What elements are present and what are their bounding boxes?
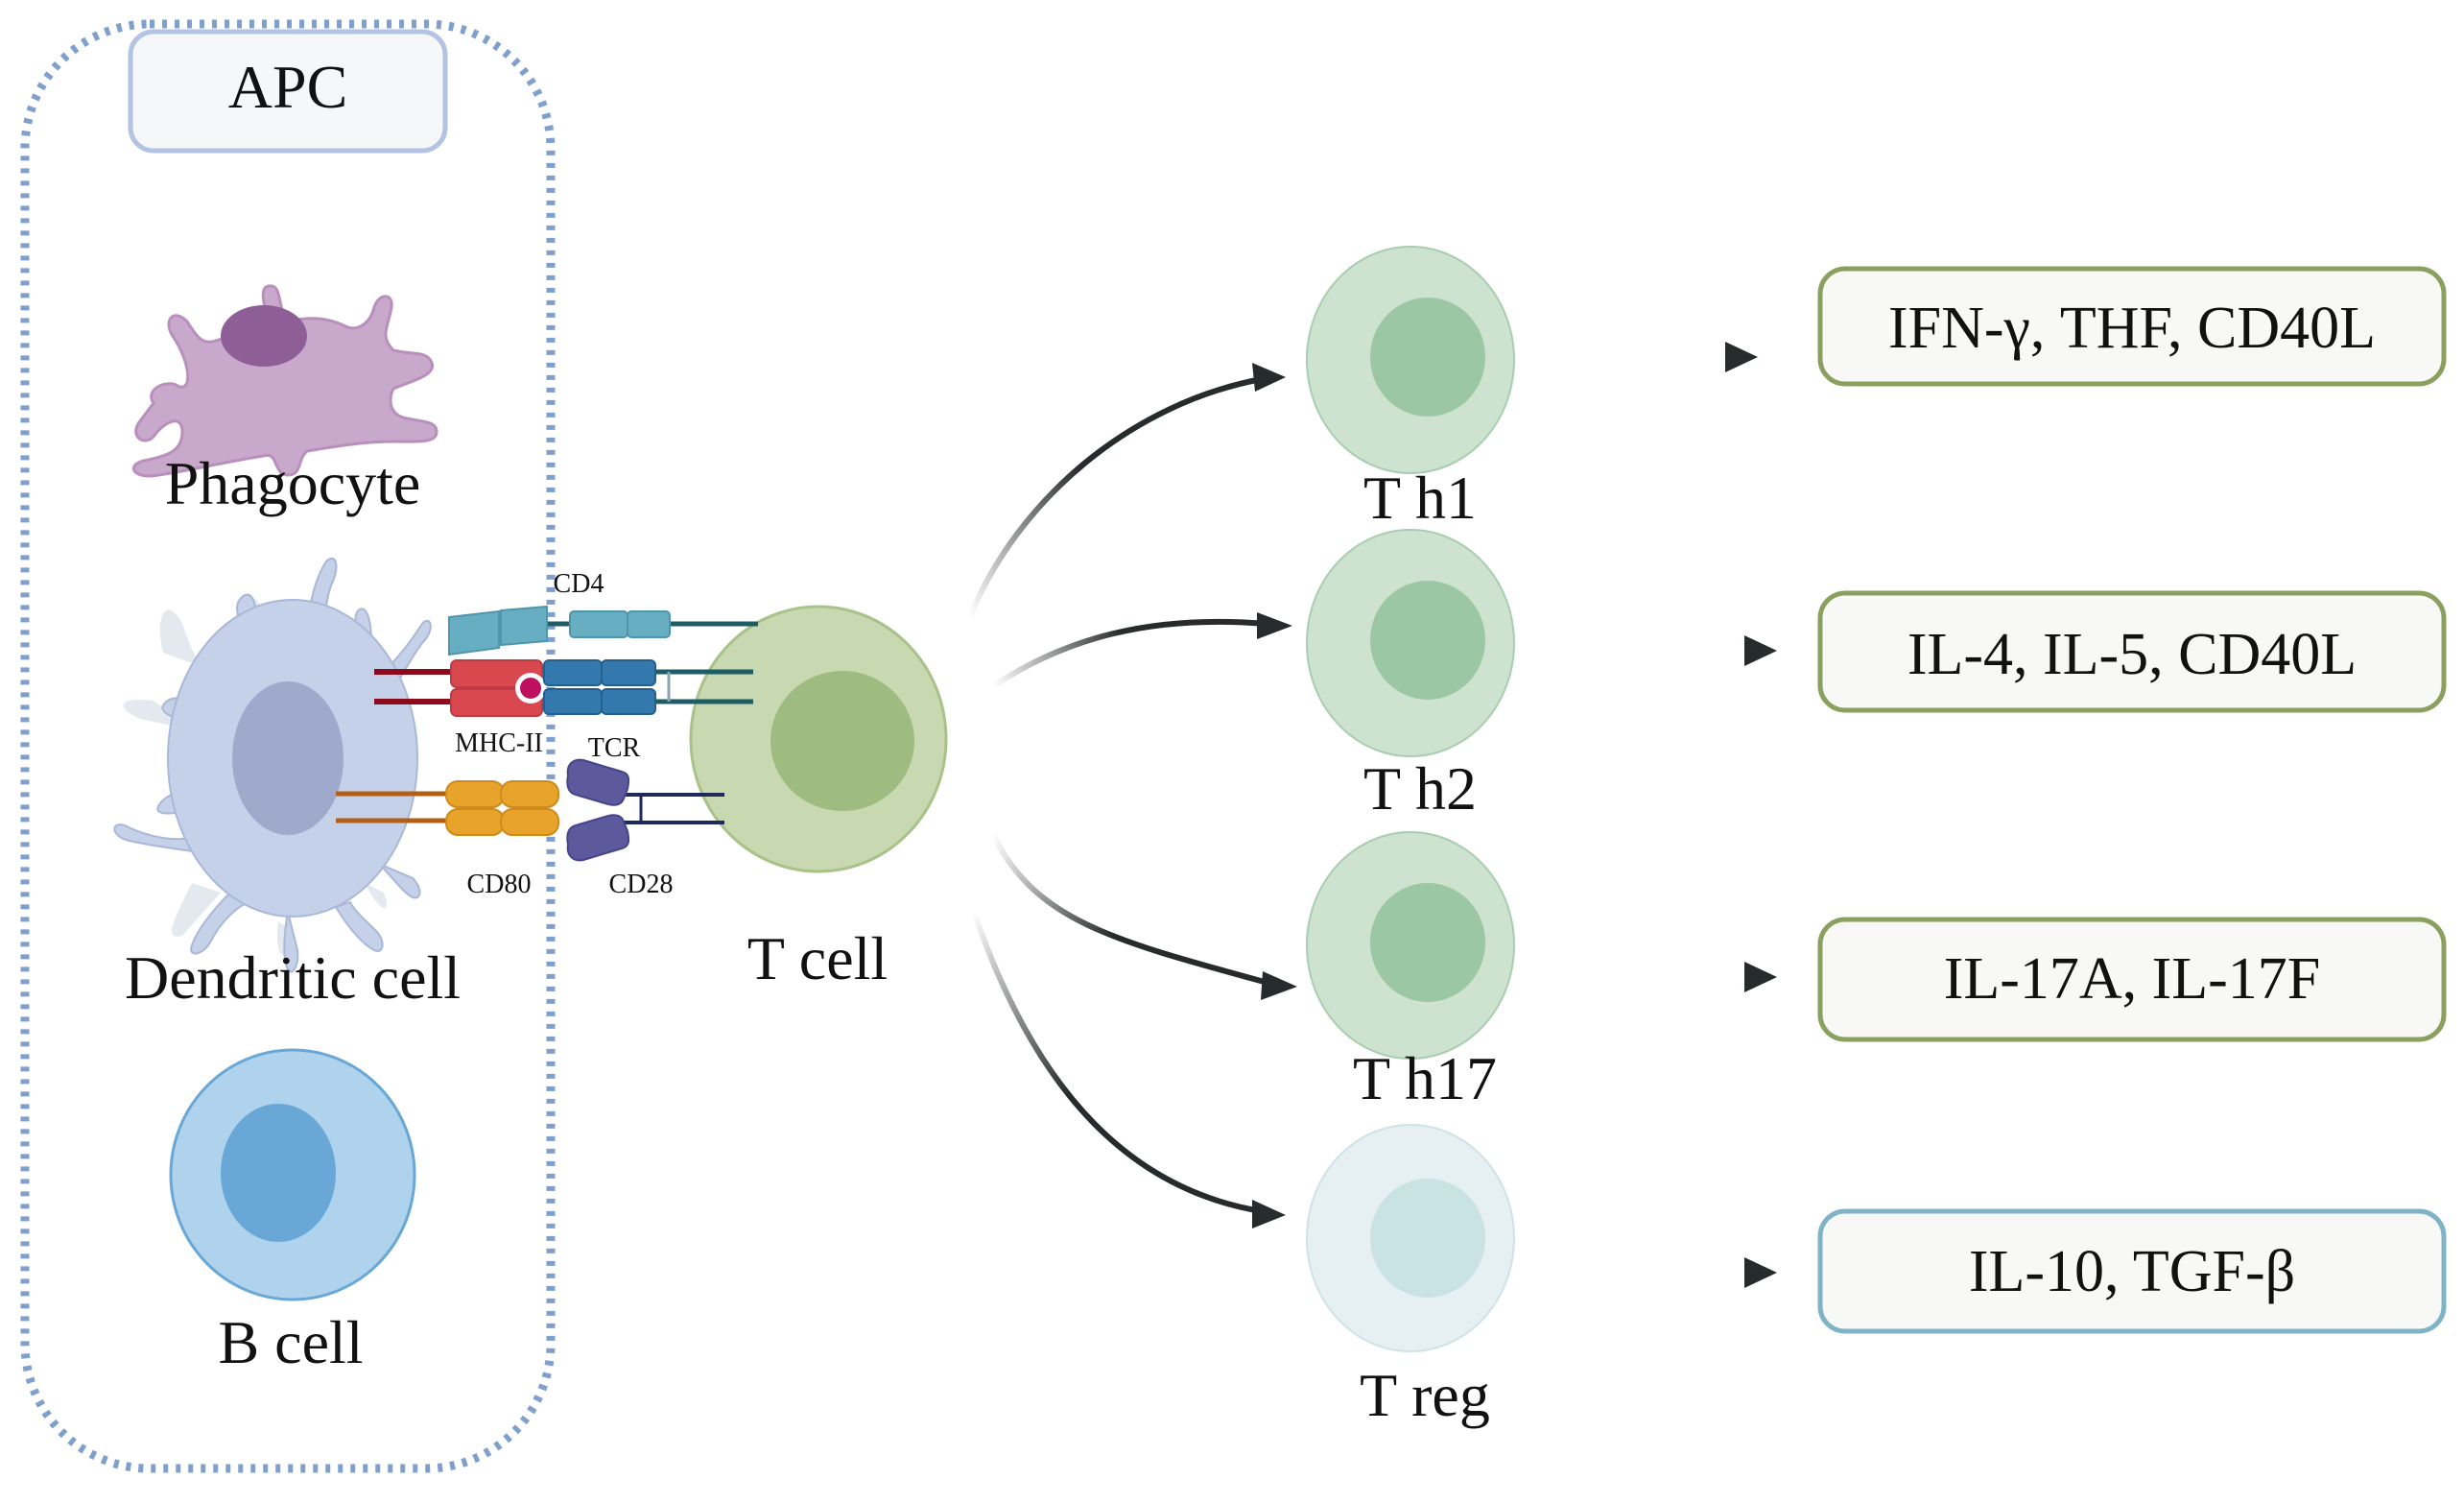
arrow-to-th17-head <box>1261 971 1297 1000</box>
th17-cytokine-box <box>1817 917 2447 1042</box>
b-cell-label: B cell <box>218 1308 363 1376</box>
th2-cytokines: IL-4, IL-5, CD40L <box>1907 622 2357 687</box>
apc-group-border <box>20 19 556 1473</box>
th17-cytokines: IL-17A, IL-17F <box>1944 946 2321 1012</box>
treg-cytokines: IL-10, TGF-β <box>1969 1239 2295 1304</box>
subset-th2: T h2 IL-4, IL-5, CD40L <box>1306 529 2447 823</box>
cd28-molecule <box>566 758 724 862</box>
tcr-molecule <box>543 659 753 715</box>
th1-label: T h1 <box>1363 464 1477 532</box>
cd4-molecule <box>448 605 758 656</box>
dendritic-cell-icon <box>113 557 432 973</box>
th1-output-arrowhead <box>1725 342 1758 372</box>
arrow-to-th17 <box>990 833 1272 987</box>
apc-title: APC <box>228 53 348 121</box>
immune-synapse: CD4 MHC-II TCR <box>336 569 758 899</box>
mhc-ii-label: MHC-II <box>455 728 543 758</box>
arrow-to-th2-head <box>1257 612 1292 639</box>
th2-output-arrowhead <box>1744 635 1777 666</box>
subset-th1: T h1 IFN-γ, THF, CD40L <box>1306 246 2447 532</box>
phagocyte-icon <box>131 284 438 478</box>
cd4-label: CD4 <box>554 569 604 599</box>
phagocyte-label: Phagocyte <box>165 449 421 517</box>
arrow-to-th2 <box>991 618 1268 689</box>
dendritic-cell-label: Dendritic cell <box>125 943 461 1012</box>
arrow-to-treg-head <box>1252 1200 1286 1229</box>
th2-cytokine-box <box>1817 590 2447 713</box>
th1-cytokines: IFN-γ, THF, CD40L <box>1888 296 2376 361</box>
b-cell-icon <box>169 1048 416 1301</box>
arrow-to-treg <box>971 911 1263 1214</box>
th17-output-arrowhead <box>1744 962 1777 992</box>
treg-label: T reg <box>1360 1361 1490 1429</box>
th2-label: T h2 <box>1363 754 1477 823</box>
apc-title-box: APC <box>128 29 448 154</box>
mhc-ii-molecule <box>374 659 546 717</box>
cd28-label: CD28 <box>609 870 674 899</box>
treg-output-arrowhead <box>1744 1257 1777 1288</box>
cd80-molecule <box>336 780 559 836</box>
subset-th17: T h17 IL-17A, IL-17F <box>1306 831 2447 1112</box>
differentiation-arrows <box>966 363 1297 1229</box>
th1-cytokine-box <box>1817 266 2447 387</box>
subset-treg: T reg IL-10, TGF-β <box>1306 1124 2447 1429</box>
t-cell-icon <box>689 605 948 873</box>
arrow-to-th1-head <box>1252 363 1286 392</box>
t-cell-label: T cell <box>747 924 888 992</box>
arrow-to-th1 <box>966 376 1263 621</box>
treg-cytokine-box <box>1817 1208 2447 1334</box>
cd80-label: CD80 <box>467 870 532 899</box>
tcr-label: TCR <box>588 733 641 763</box>
th17-label: T h17 <box>1353 1044 1497 1112</box>
